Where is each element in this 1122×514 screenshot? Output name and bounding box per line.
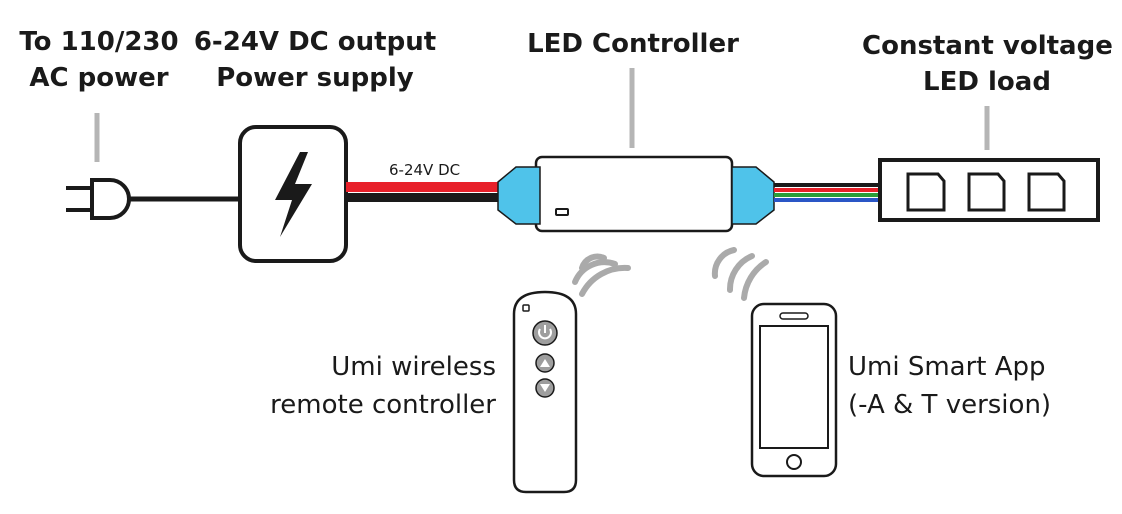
controller-connector-left [497, 166, 541, 225]
led-strip [878, 158, 1100, 222]
led-chip [906, 172, 946, 212]
led-load-label-line-1: Constant voltage [862, 31, 1113, 61]
led-controller [497, 155, 775, 233]
ac-power-label: To 110/230 AC power [14, 24, 184, 96]
led-controller-label: LED Controller [522, 26, 744, 62]
rgb-wires [774, 183, 880, 202]
app-label-line-2: (-A & T version) [848, 390, 1052, 420]
smartphone [750, 302, 838, 478]
led-load-label: Constant voltage LED load [862, 28, 1113, 100]
dc-wires [346, 182, 499, 202]
lightning-bolt-icon [275, 152, 312, 237]
led-controller-label-text: LED Controller [527, 29, 739, 59]
phone-speaker [779, 312, 809, 320]
remote-label: Umi wireless remote controller [240, 348, 496, 424]
remote-indicator-led [522, 304, 530, 312]
app-signal-waves [711, 247, 769, 301]
triangle-down-icon [535, 378, 555, 398]
led-chip [1027, 172, 1066, 212]
remote-label-line-2: remote controller [270, 390, 496, 420]
power-icon [532, 320, 558, 346]
remote-label-line-1: Umi wireless [331, 352, 496, 382]
remote-controller [512, 290, 578, 494]
power-supply-label-line-1: 6-24V DC output [193, 27, 437, 57]
led-load-label-line-2: LED load [923, 67, 1051, 97]
triangle-up-icon [535, 353, 555, 373]
ac-power-label-line-2: AC power [29, 63, 169, 93]
led-chip [967, 172, 1006, 212]
app-label: Umi Smart App (-A & T version) [848, 348, 1088, 424]
power-supply-box [238, 125, 348, 263]
phone-screen [759, 325, 829, 449]
remote-signal-waves [572, 253, 631, 297]
dc-wire-label: 6-24V DC [389, 161, 461, 179]
power-supply-label-line-2: Power supply [216, 63, 414, 93]
controller-connector-right [731, 166, 775, 225]
ac-plug-icon [66, 178, 240, 220]
power-supply-label: 6-24V DC output Power supply [190, 24, 440, 96]
phone-home-button [786, 454, 802, 470]
controller-status-led [555, 208, 569, 216]
app-label-line-1: Umi Smart App [848, 352, 1046, 382]
ac-power-label-line-1: To 110/230 [19, 27, 179, 57]
